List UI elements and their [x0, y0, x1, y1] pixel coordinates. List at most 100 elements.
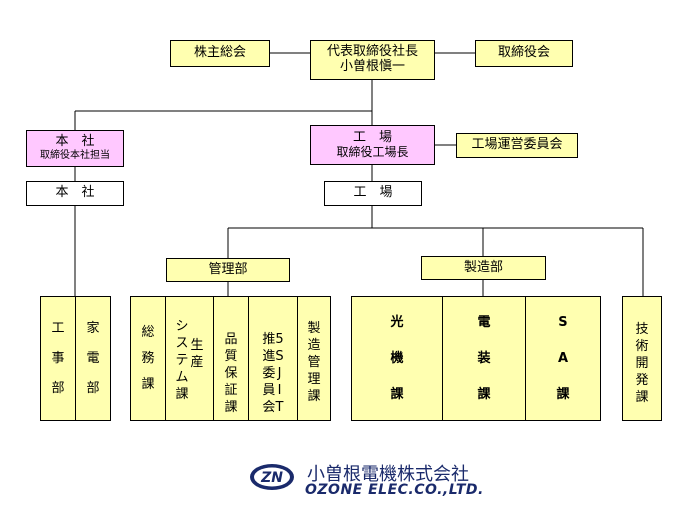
char: 課: [224, 400, 238, 415]
char: 員: [262, 383, 276, 398]
char: 製: [307, 321, 321, 336]
head-office-title: 本 社: [55, 134, 95, 150]
general-affairs-section-box: 総 務 課: [130, 296, 166, 421]
char: ム: [175, 370, 189, 385]
char: 産: [190, 355, 204, 370]
char: J: [277, 366, 282, 381]
char: 管: [307, 355, 321, 370]
char: 機: [390, 350, 404, 366]
quality-assurance-col-1: 品 質 保 証 課: [224, 297, 237, 416]
shareholders-meeting-label: 株主総会: [193, 45, 246, 61]
factory-unit-label: 工 場: [353, 185, 393, 201]
char: T: [275, 400, 284, 415]
construction-dept-label: 工 事 部: [51, 314, 64, 404]
president-name: 小曽根愼一: [339, 59, 405, 74]
char: 課: [477, 386, 491, 402]
char: 会: [262, 400, 276, 415]
management-dept-label: 管理部: [208, 261, 248, 277]
electrical-equipment-section-box: 電 装 課: [442, 296, 526, 421]
factory-box: 工 場 取締役工場長: [310, 125, 435, 165]
char: 部: [86, 380, 100, 396]
char: 部: [51, 380, 65, 396]
char: I: [277, 383, 282, 398]
factory-unit-box: 工 場: [324, 181, 422, 206]
quality-assurance-section-box: 品 質 保 証 課: [213, 296, 249, 421]
manufacturing-control-section-label: 製 造 管 理 課: [307, 312, 320, 405]
char: 家: [86, 320, 100, 336]
manufacturing-dept-label: 製造部: [463, 259, 503, 275]
char: 術: [635, 339, 649, 354]
char: 工: [51, 320, 65, 336]
char: 保: [224, 366, 238, 381]
char: ス: [175, 336, 189, 351]
char: 開: [635, 356, 649, 371]
char: 電: [86, 350, 100, 366]
char: シ: [175, 319, 189, 334]
optical-machinery-section-label: 光 機 課: [390, 305, 403, 413]
production-system-section-box: シ ス テ ム 課 生 産: [165, 296, 214, 421]
char: 課: [556, 386, 570, 402]
char: 課: [141, 376, 155, 392]
management-dept-box: 管理部: [166, 258, 290, 282]
char: 技: [635, 322, 649, 337]
factory-committee-box: 工場運営委員会: [456, 133, 578, 158]
manufacturing-dept-box: 製造部: [421, 256, 546, 280]
char: 課: [390, 386, 404, 402]
char: 課: [635, 390, 649, 405]
promotion-committee-col-2: 5 S J I T: [275, 297, 283, 416]
rnd-section-box: 技 術 開 発 課: [622, 296, 662, 421]
company-logo-icon: ZN: [250, 464, 294, 490]
electrical-equipment-section-label: 電 装 課: [477, 305, 490, 413]
char: 務: [141, 350, 155, 366]
char: 5: [275, 332, 284, 347]
char: テ: [175, 353, 189, 368]
char: A: [557, 350, 569, 366]
char: 質: [224, 349, 238, 364]
manufacturing-control-section-box: 製 造 管 理 課: [297, 296, 331, 421]
char: 電: [477, 314, 491, 330]
appliance-dept-box: 家 電 部: [75, 296, 111, 421]
char: 委: [262, 366, 276, 381]
construction-dept-box: 工 事 部: [40, 296, 76, 421]
sa-section-box: S A 課: [525, 296, 601, 421]
char: 光: [390, 314, 404, 330]
rnd-section-label: 技 術 開 発 課: [635, 311, 648, 406]
president-title: 代表取締役社長: [326, 44, 418, 60]
head-office-subtitle: 取締役本社担当: [40, 150, 110, 162]
char: 造: [307, 338, 321, 353]
char: 理: [307, 372, 321, 387]
char: 事: [51, 350, 65, 366]
appliance-dept-label: 家 電 部: [86, 314, 99, 404]
general-affairs-section-label: 総 務 課: [141, 320, 154, 398]
char: S: [275, 349, 284, 364]
production-system-col-1: 生 産: [191, 297, 204, 371]
company-logo-text: ZN: [260, 470, 283, 486]
char: 課: [307, 389, 321, 404]
sa-section-label: S A 課: [556, 305, 569, 413]
char: 課: [175, 387, 189, 402]
head-office-unit-label: 本 社: [55, 185, 95, 201]
char: 装: [477, 350, 491, 366]
head-office-unit-box: 本 社: [26, 181, 124, 206]
char: S: [558, 314, 568, 330]
char: 品: [224, 332, 238, 347]
factory-committee-label: 工場運営委員会: [471, 137, 563, 153]
company-name-en: OZONE ELEC.CO.,LTD.: [305, 482, 484, 498]
char: 進: [262, 349, 276, 364]
factory-title: 工 場: [352, 129, 392, 145]
board-of-directors-box: 取締役会: [475, 40, 573, 67]
char: 証: [224, 383, 238, 398]
shareholders-meeting-box: 株主総会: [170, 40, 270, 67]
char: 総: [141, 324, 155, 340]
president-box: 代表取締役社長 小曽根愼一: [310, 40, 435, 80]
char: 発: [635, 373, 649, 388]
production-system-col-2: シ ス テ ム 課: [175, 314, 188, 403]
promotion-committee-section-box: 推 進 委 員 会 5 S J I T: [248, 296, 298, 421]
head-office-box: 本 社 取締役本社担当: [26, 130, 124, 167]
company-name-jp: 小曽根電機株式会社: [307, 464, 469, 485]
promotion-committee-col-3: 推 進 委 員 会: [262, 297, 275, 416]
char: 推: [262, 332, 276, 347]
char: 生: [190, 338, 204, 353]
board-of-directors-label: 取締役会: [497, 45, 550, 61]
